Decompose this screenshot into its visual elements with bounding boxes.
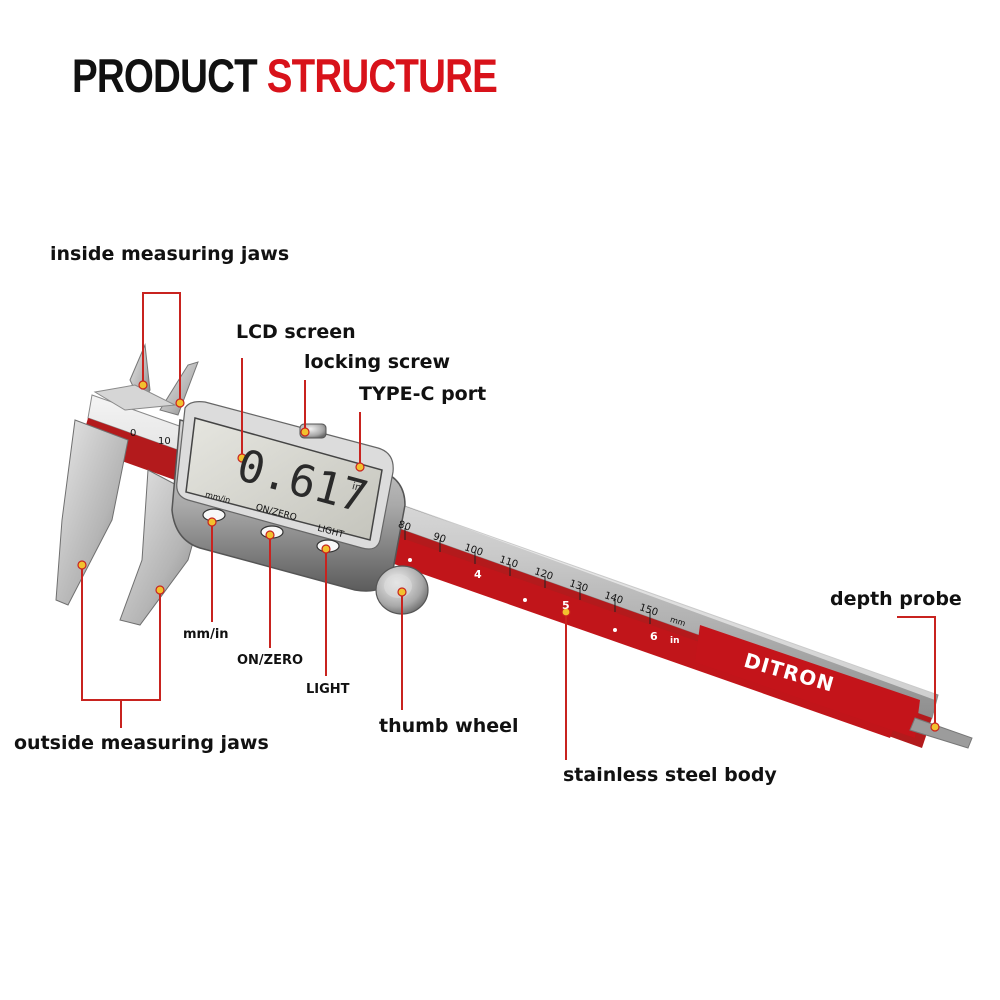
label-thumb-wheel: thumb wheel <box>379 715 519 737</box>
scale-in-6: 6 <box>650 630 658 643</box>
scale-left-10: 10 <box>158 436 171 447</box>
label-outside-jaws: outside measuring jaws <box>14 732 269 754</box>
leader-inside-jaws <box>142 292 181 403</box>
label-mm-in: mm/in <box>183 627 229 642</box>
label-on-zero: ON/ZERO <box>237 653 304 668</box>
scale-in-5: 5 <box>562 599 570 612</box>
page-title: PRODUCT STRUCTURE <box>72 48 498 103</box>
title-word-structure: STRUCTURE <box>266 49 498 102</box>
label-locking-screw: locking screw <box>304 351 451 373</box>
label-depth-probe: depth probe <box>830 588 962 610</box>
lcd-screen <box>185 417 383 541</box>
scale-ticks <box>404 528 651 624</box>
scale-in-4: 4 <box>474 568 482 581</box>
label-stainless-body: stainless steel body <box>563 764 777 786</box>
depth-probe-rod <box>909 717 973 749</box>
title-word-product: PRODUCT <box>72 49 258 102</box>
leader-lines <box>81 292 936 760</box>
leader-dots <box>77 380 940 732</box>
label-light: LIGHT <box>306 682 350 697</box>
scale-dots <box>408 558 617 632</box>
label-lcd-screen: LCD screen <box>236 321 356 343</box>
scale-in-unit: in <box>670 636 680 646</box>
leader-depth-probe <box>897 616 936 727</box>
label-inside-jaws: inside measuring jaws <box>50 243 290 265</box>
label-typec-port: TYPE-C port <box>359 383 487 405</box>
scale-left-0: 0 <box>130 428 137 439</box>
